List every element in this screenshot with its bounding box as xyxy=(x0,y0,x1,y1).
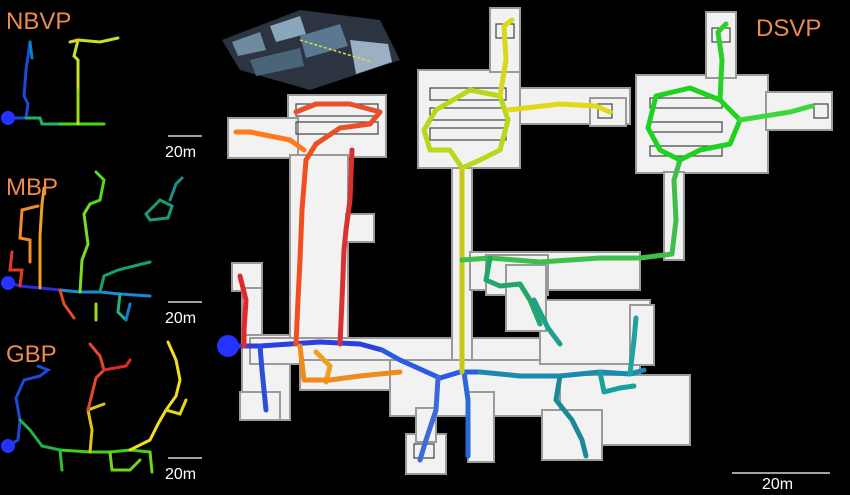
gbp-label: GBP xyxy=(6,341,57,368)
dsvp-label: DSVP xyxy=(756,15,822,42)
dsvp-trajectory xyxy=(225,17,815,463)
gbp-trajectory xyxy=(6,340,188,474)
mbp-scale-label: 20m xyxy=(165,310,197,327)
nbvp-trajectory xyxy=(6,36,120,126)
dsvp-scale-label: 20m xyxy=(762,476,794,493)
gbp-scale-label: 20m xyxy=(165,466,197,483)
environment-preview-icon xyxy=(222,10,400,90)
start-marker-icon xyxy=(1,276,15,290)
start-marker-icon xyxy=(1,439,15,453)
start-marker-icon xyxy=(1,111,15,125)
start-marker-icon xyxy=(217,335,239,357)
dsvp-map xyxy=(217,7,833,475)
nbvp-label: NBVP xyxy=(6,8,72,35)
mbp-trajectory xyxy=(6,170,184,322)
nbvp-scale-label: 20m xyxy=(165,144,197,161)
mbp-label: MBP xyxy=(6,174,59,201)
